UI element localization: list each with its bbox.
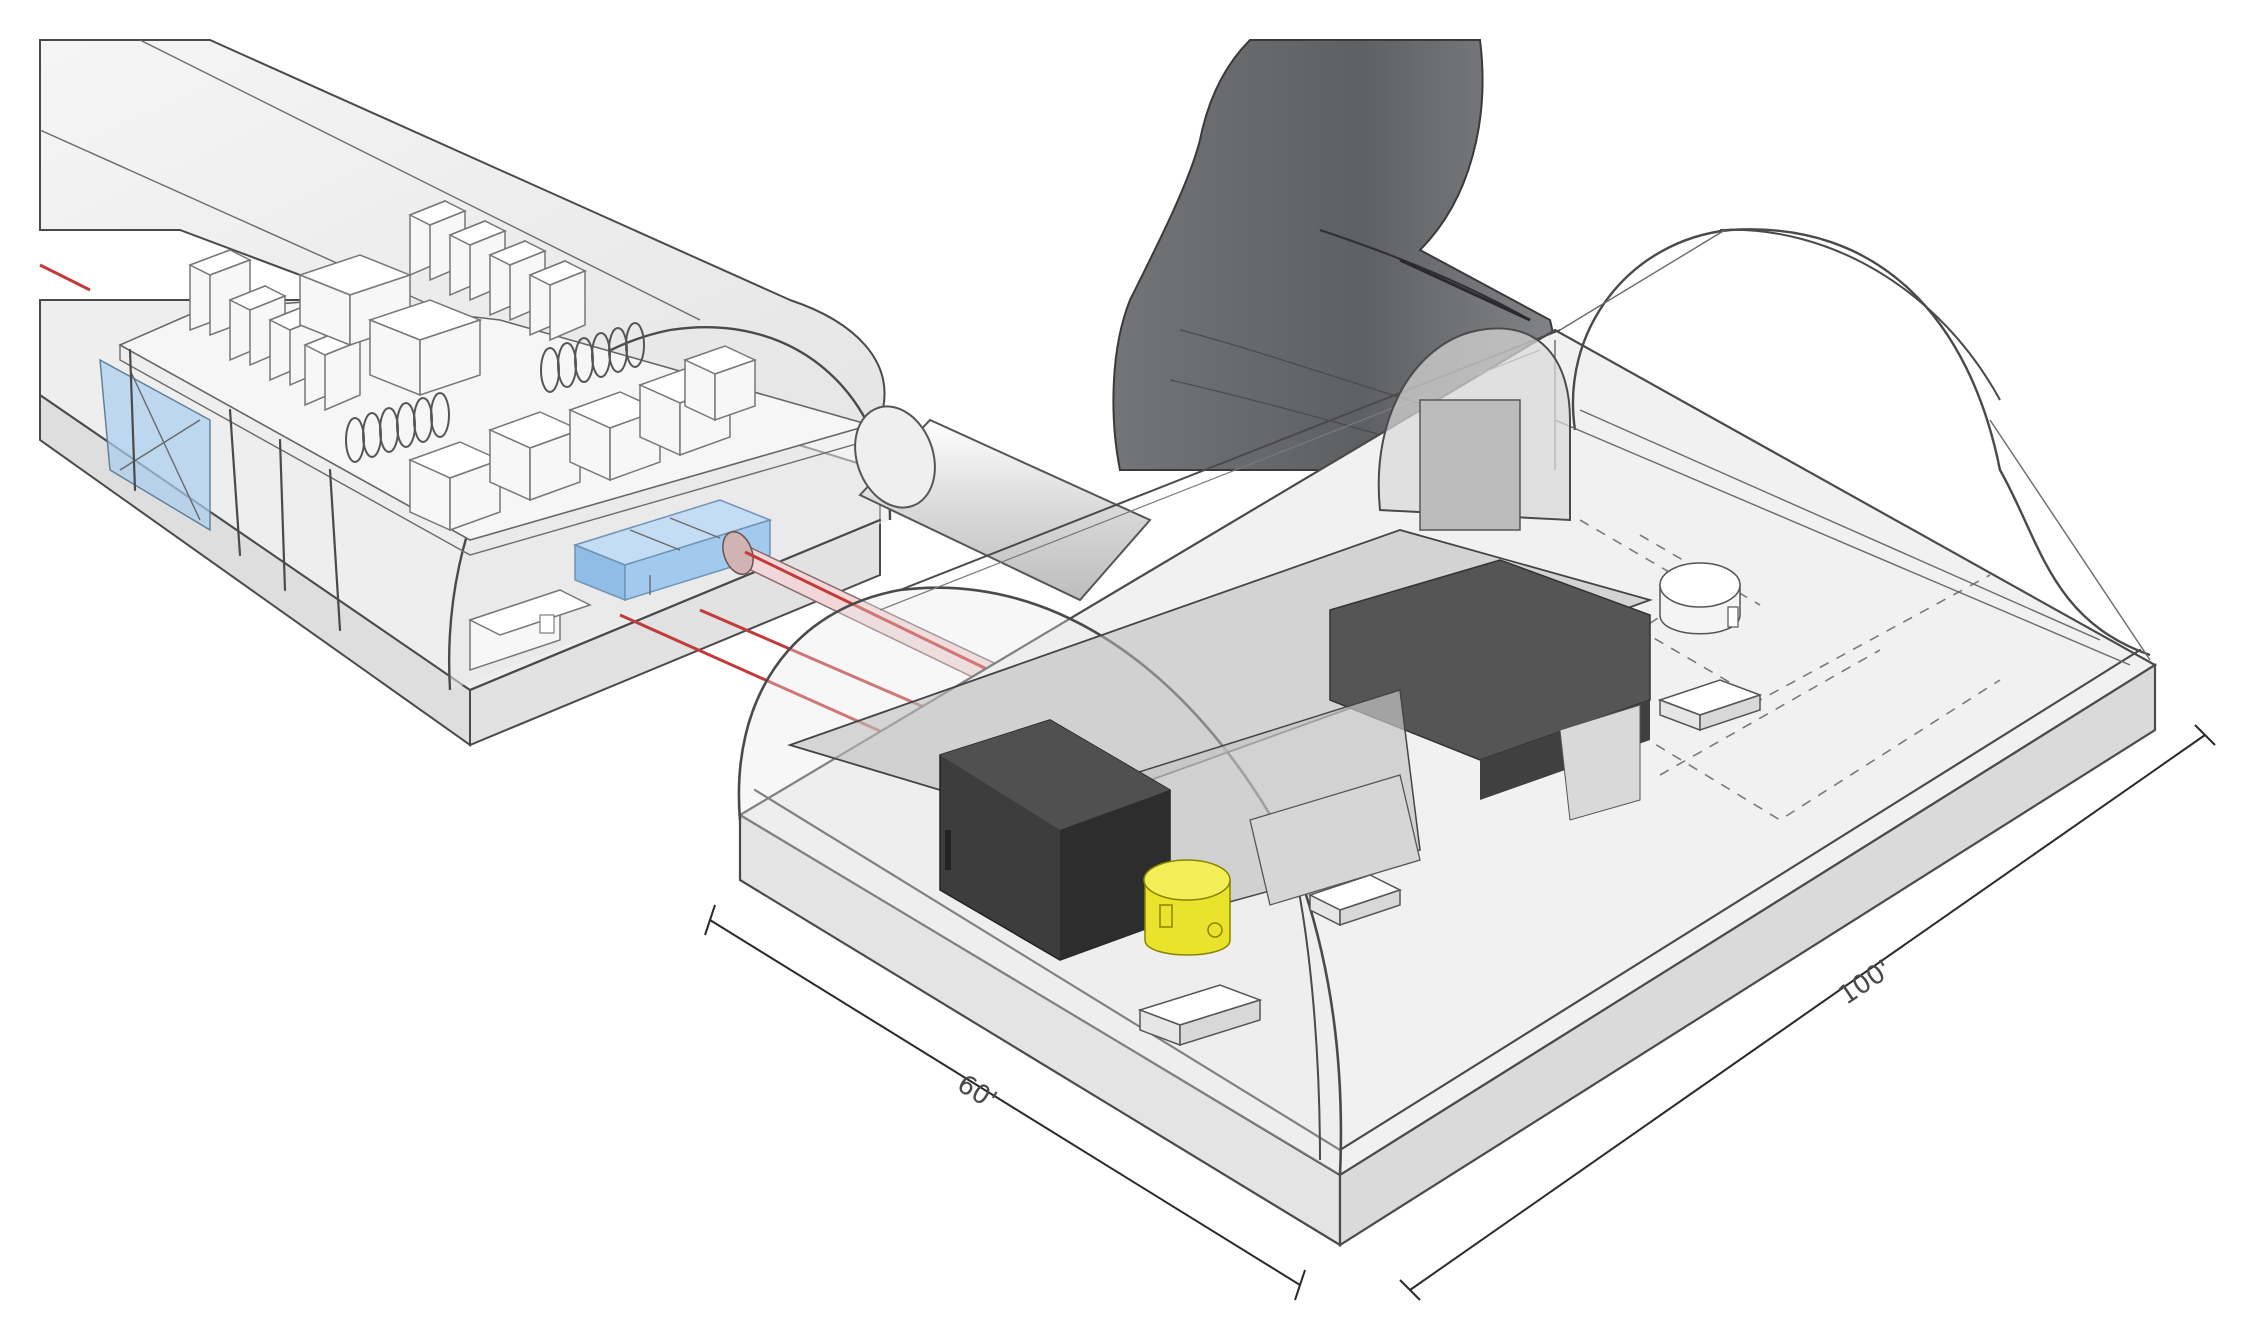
generator-block	[939, 719, 1171, 961]
coil-right	[540, 322, 645, 393]
yellow-tank	[1143, 859, 1231, 956]
dimension-label-width: 60'	[952, 1069, 1002, 1116]
lower-equipment	[468, 588, 592, 672]
coil-left	[345, 392, 450, 463]
white-tank	[1659, 562, 1741, 635]
left-building	[39, 39, 892, 747]
glazed-end-panel	[99, 358, 211, 532]
mezzanine-equipment	[188, 199, 757, 532]
new-enclosure	[737, 228, 2158, 1247]
far-arch	[1571, 228, 2151, 657]
equipment-pads	[1137, 679, 1763, 1047]
dimension-label-length: 100'	[1833, 955, 1897, 1012]
